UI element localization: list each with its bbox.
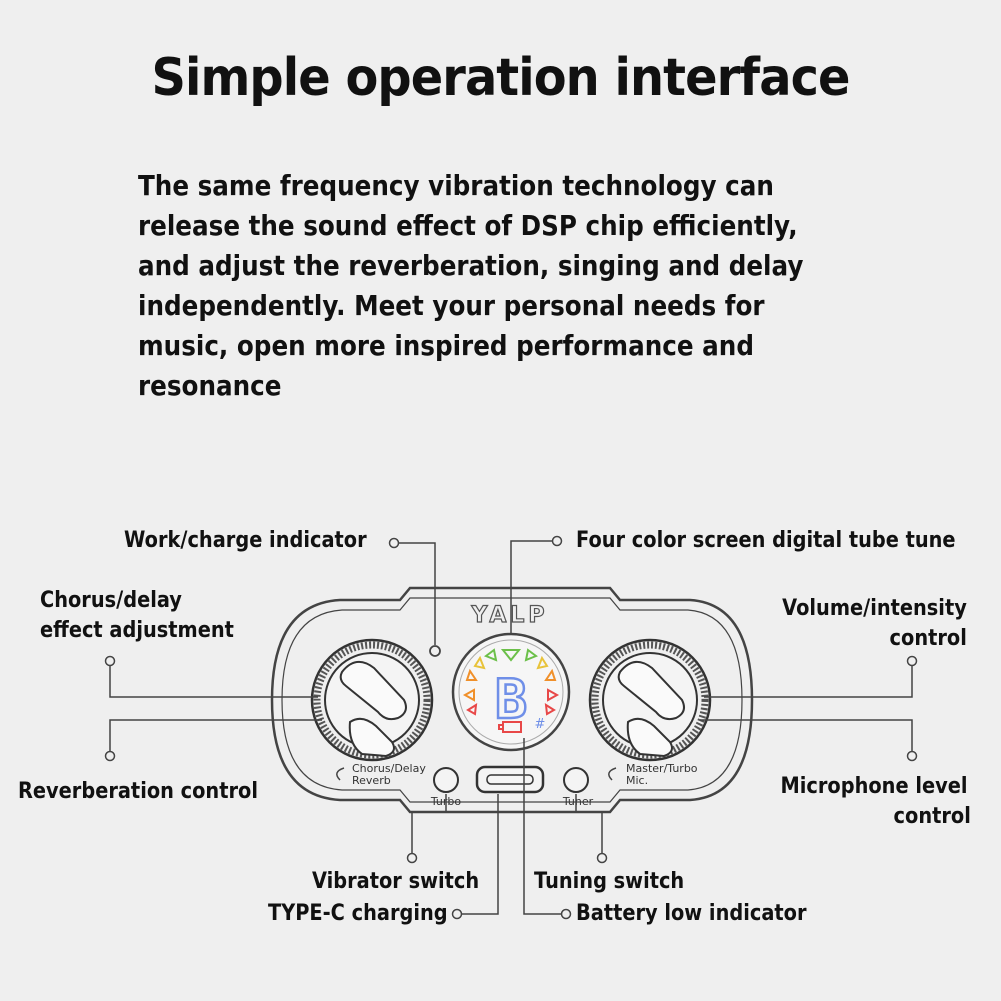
callout-four-color-tube: Four color screen digital tube tune [576, 528, 956, 553]
right-knob-bottom-label: Mic. [626, 774, 648, 787]
work-charge-led [429, 645, 441, 657]
tuner-button-label: Tuner [562, 795, 594, 808]
callout-tuning-switch: Tuning switch [534, 869, 685, 894]
callout-work-charge-indicator: Work/charge indicator [124, 528, 367, 553]
page-title: Simple operation interface [151, 48, 850, 108]
device-body [270, 586, 754, 814]
right-knob-top-label: Master/Turbo [626, 762, 698, 775]
left-knob-bottom-label: Reverb [352, 774, 391, 787]
callout-chorus-delay-line1: Chorus/delay [40, 588, 182, 613]
tuner-sharp: # [535, 717, 546, 732]
battery-low-icon [498, 721, 522, 733]
device-logo: YALP [471, 603, 549, 628]
callout-chorus-delay-line2: effect adjustment [40, 618, 234, 643]
callout-mic-level-line2: control [893, 804, 971, 829]
left-knob-top-label: Chorus/Delay [352, 762, 426, 775]
master-mic-knob[interactable] [588, 638, 712, 762]
callout-typec-charging: TYPE-C charging [268, 901, 448, 926]
callout-mic-level-line1: Microphone level [780, 774, 967, 799]
tuner-display: B # [451, 632, 571, 752]
turbo-button[interactable] [433, 767, 459, 793]
tuner-button[interactable] [563, 767, 589, 793]
description-paragraph: The same frequency vibration technology … [138, 169, 804, 402]
callout-reverberation-control: Reverberation control [18, 779, 258, 804]
callout-vibrator-switch: Vibrator switch [312, 869, 480, 894]
callout-battery-low: Battery low indicator [576, 901, 807, 926]
leader-lines [104, 535, 918, 920]
callout-volume-line1: Volume/intensity [782, 596, 967, 621]
chorus-delay-knob[interactable] [310, 638, 434, 762]
typec-port[interactable] [475, 765, 545, 794]
callout-volume-line2: control [889, 626, 967, 651]
